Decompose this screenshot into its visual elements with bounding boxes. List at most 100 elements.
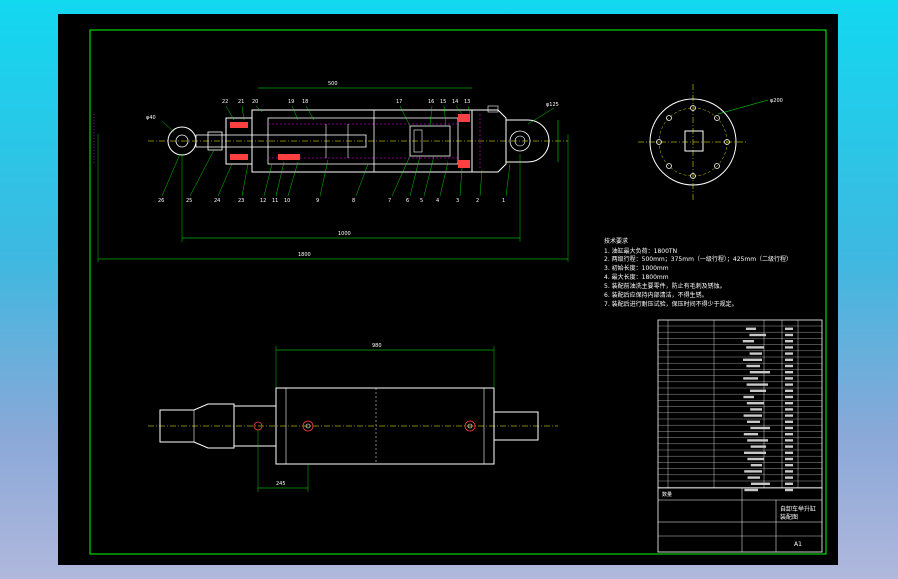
parts-qty-mark bbox=[785, 451, 793, 454]
parts-qty-mark bbox=[785, 414, 793, 417]
parts-entry-mark bbox=[747, 476, 760, 479]
balloon-1: 1 bbox=[502, 198, 505, 204]
barrel-port-inner bbox=[305, 423, 311, 429]
note-2: 2. 两级行程：500mm；375mm（一级行程）；425mm（二级行程） bbox=[604, 255, 792, 263]
balloon-4: 4 bbox=[436, 198, 439, 204]
exterior-view: 980 245 bbox=[148, 343, 558, 492]
parts-qty-mark bbox=[785, 426, 793, 430]
parts-qty-mark bbox=[785, 377, 793, 380]
notes-title: 技术要求 bbox=[604, 237, 628, 245]
bolt-hole bbox=[724, 139, 730, 145]
parts-qty-mark bbox=[785, 445, 793, 448]
drawing-frame bbox=[89, 29, 827, 555]
parts-qty-mark bbox=[785, 327, 793, 330]
balloon-22: 22 bbox=[222, 99, 228, 105]
tb-material-label: 数量 bbox=[662, 491, 672, 498]
right-eye-bore bbox=[509, 130, 531, 152]
parts-qty-mark bbox=[785, 457, 793, 461]
balloon-3: 3 bbox=[456, 198, 459, 204]
technical-notes: 技术要求 1. 油缸最大负荷：1800TN 2. 两级行程：500mm；375m… bbox=[604, 237, 792, 308]
oil-port bbox=[487, 105, 499, 113]
title-block: 数量 自卸车举升缸 装配图 A1 bbox=[657, 319, 823, 553]
balloons-top: 22 21 20 19 18 17 16 15 14 13 bbox=[222, 99, 470, 105]
dim-bore-label: φ125 bbox=[546, 102, 559, 108]
ring-label: φ200 bbox=[770, 98, 783, 104]
note-6: 6. 装配后应保持内部清洁，不得生锈。 bbox=[604, 291, 708, 299]
bolt-hole bbox=[656, 139, 662, 145]
parts-entry-mark bbox=[747, 439, 768, 442]
seal-red bbox=[278, 154, 300, 160]
bolt-hole bbox=[714, 115, 720, 121]
title-block-frame bbox=[657, 319, 823, 553]
barrel-port bbox=[464, 420, 476, 432]
parts-entry-mark bbox=[742, 340, 754, 343]
note-4: 4. 最大长度：1800mm bbox=[604, 273, 669, 281]
parts-qty-mark bbox=[785, 333, 793, 337]
piston-rod bbox=[195, 134, 367, 148]
parts-qty-mark bbox=[785, 476, 793, 479]
parts-qty-mark bbox=[785, 433, 793, 436]
bolt-holes bbox=[656, 105, 730, 179]
parts-marks bbox=[742, 327, 793, 492]
end-square-bore bbox=[684, 130, 704, 152]
parts-entry-mark bbox=[747, 457, 764, 461]
rod-end bbox=[159, 403, 235, 449]
end-view: φ200 bbox=[638, 84, 783, 200]
balloon-17: 17 bbox=[396, 99, 402, 105]
parts-entry-mark bbox=[744, 451, 766, 454]
bolt-hole bbox=[666, 163, 672, 169]
parts-qty-mark bbox=[785, 439, 793, 442]
balloon-25: 25 bbox=[186, 198, 192, 204]
parts-qty-mark bbox=[785, 482, 793, 485]
balloon-19: 19 bbox=[288, 99, 294, 105]
parts-entry-mark bbox=[749, 333, 766, 337]
parts-entry-mark bbox=[746, 383, 768, 386]
parts-qty-mark bbox=[785, 346, 793, 349]
balloon-15: 15 bbox=[440, 99, 446, 105]
parts-entry-mark bbox=[750, 408, 762, 411]
balloon-21: 21 bbox=[238, 99, 244, 105]
note-7: 7. 装配后进行耐压试验，保压时间不得少于规定。 bbox=[604, 300, 738, 308]
bolt-circle bbox=[658, 107, 728, 177]
balloon-14: 14 bbox=[452, 99, 458, 105]
parts-qty-mark bbox=[785, 352, 793, 355]
middle-stage bbox=[267, 117, 459, 165]
rod-clamp bbox=[207, 131, 223, 151]
balloon-6: 6 bbox=[406, 198, 409, 204]
note-3: 3. 初始长度：1000mm bbox=[604, 264, 669, 272]
balloon-16: 16 bbox=[428, 99, 434, 105]
balloon-8: 8 bbox=[352, 198, 355, 204]
parts-entry-mark bbox=[749, 371, 770, 374]
parts-entry-mark bbox=[743, 358, 762, 361]
balloon-26: 26 bbox=[158, 198, 164, 204]
left-eye-pin bbox=[175, 134, 189, 148]
parts-qty-mark bbox=[785, 488, 793, 492]
parts-qty-mark bbox=[785, 395, 793, 399]
balloon-9: 9 bbox=[316, 198, 319, 204]
balloon-23: 23 bbox=[238, 198, 244, 204]
dim-inner-label: 1000 bbox=[338, 231, 351, 237]
bolt-hole bbox=[690, 173, 696, 179]
parts-entry-mark bbox=[746, 402, 764, 405]
balloon-leaders bbox=[161, 105, 511, 197]
parts-entry-mark bbox=[749, 352, 762, 355]
tb-subtitle: 装配图 bbox=[780, 513, 798, 521]
bolt-hole bbox=[690, 105, 696, 111]
parts-entry-mark bbox=[750, 389, 766, 392]
gland-seal-top bbox=[230, 122, 248, 128]
bolt-hole bbox=[666, 115, 672, 121]
drawing-sheet: 1800 1000 500 φ125 φ40 22 21 20 19 18 17… bbox=[58, 14, 838, 565]
balloon-11: 11 bbox=[272, 198, 278, 204]
parts-qty-mark bbox=[785, 340, 793, 343]
barrel-port bbox=[302, 420, 314, 432]
dim-overall-label: 1800 bbox=[298, 252, 311, 258]
piston-ring bbox=[413, 129, 423, 153]
tb-sheet: A1 bbox=[794, 541, 802, 548]
parts-entry-mark bbox=[744, 470, 762, 473]
balloons-bottom: 26 25 24 23 12 11 10 9 8 7 6 5 4 3 2 1 bbox=[158, 105, 511, 204]
dim-pin-label: φ40 bbox=[146, 115, 156, 121]
parts-entry-mark bbox=[746, 346, 764, 349]
note-1: 1. 油缸最大负荷：1800TN bbox=[604, 247, 677, 255]
parts-entry-mark bbox=[747, 420, 760, 423]
bottom-end-exterior bbox=[493, 411, 539, 441]
